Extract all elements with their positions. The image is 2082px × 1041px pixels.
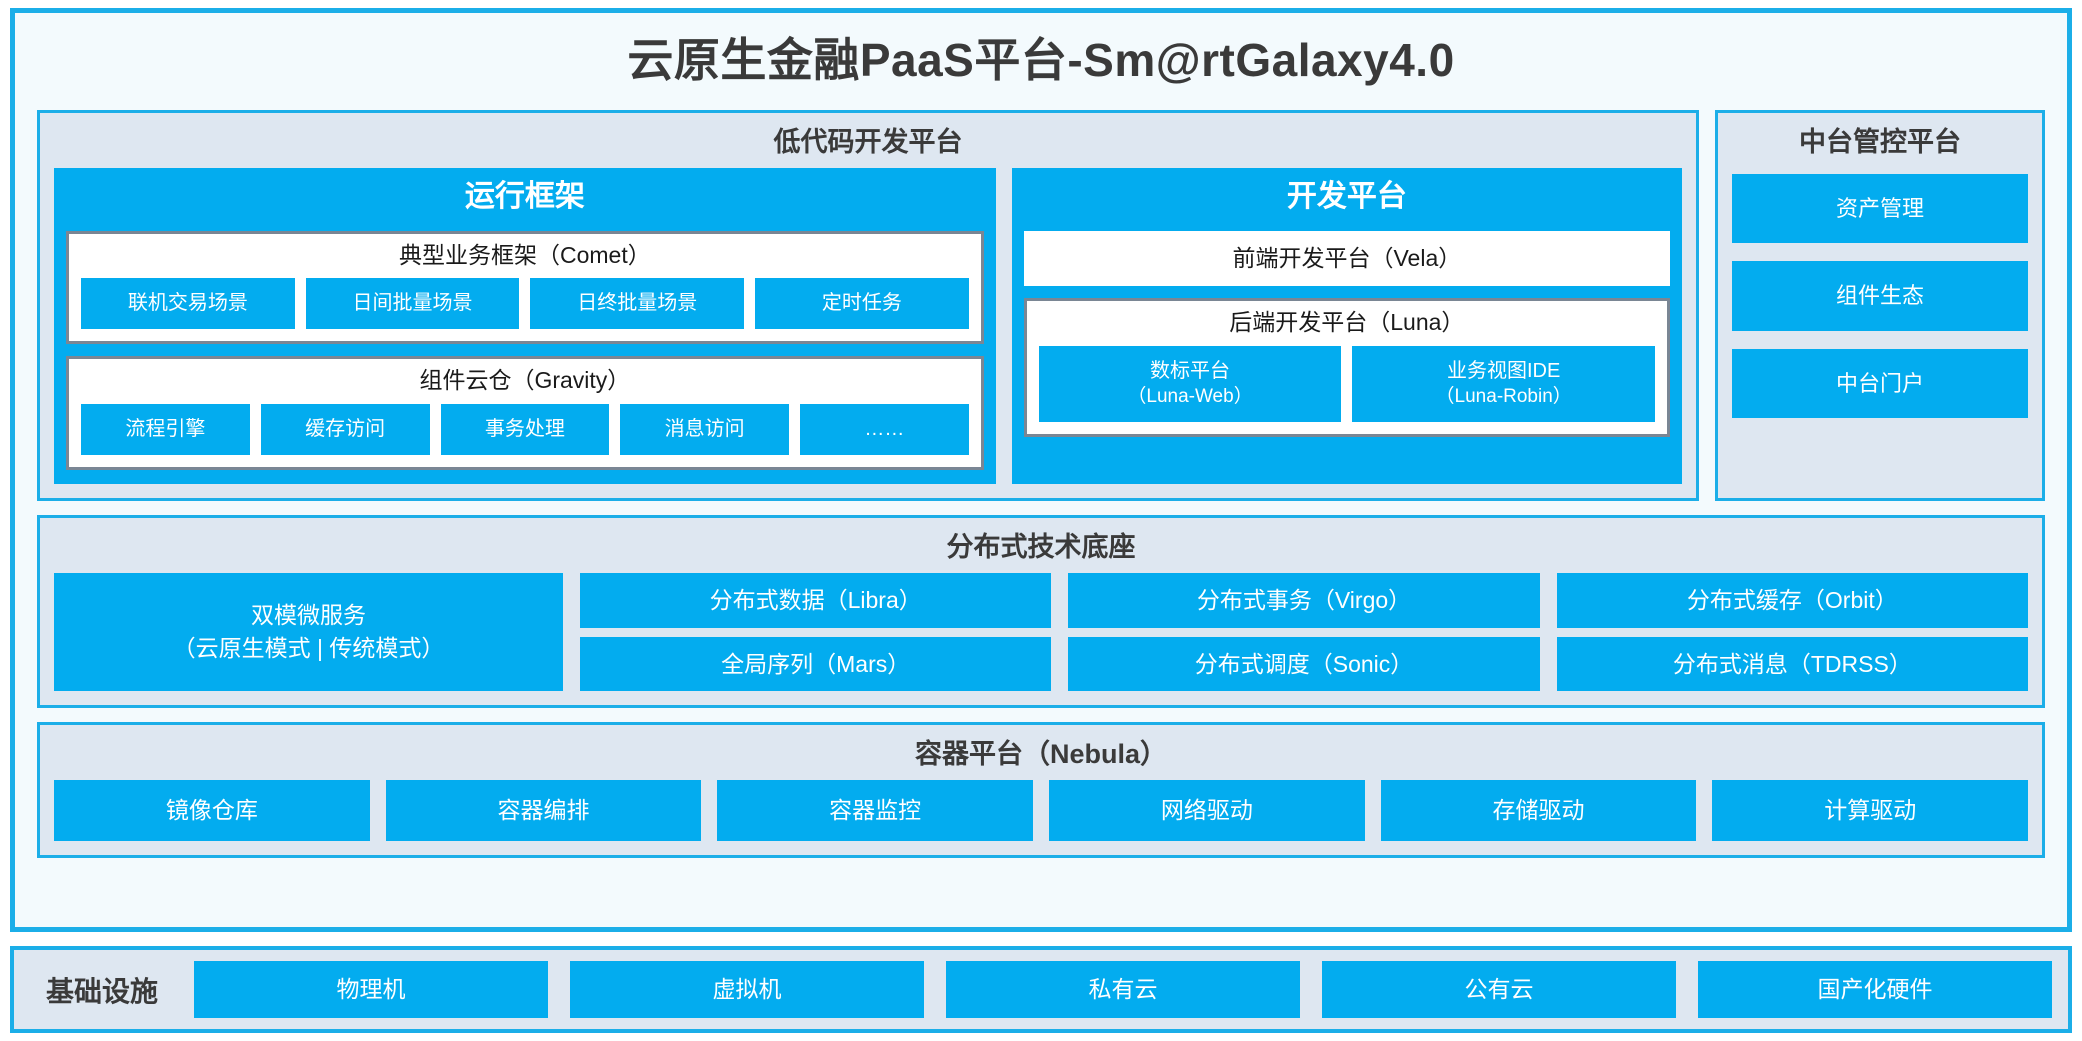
- chip-luna-web[interactable]: 数标平台 （Luna-Web）: [1038, 345, 1342, 422]
- chip-container-monitoring[interactable]: 容器监控: [717, 780, 1034, 842]
- chip-physical-machine[interactable]: 物理机: [194, 961, 549, 1018]
- comet-chip-row: 联机交易场景 日间批量场景 日终批量场景 定时任务: [81, 278, 969, 330]
- chip-message-access[interactable]: 消息访问: [620, 403, 789, 455]
- chip-private-cloud[interactable]: 私有云: [946, 961, 1301, 1018]
- backend-platform-group: 后端开发平台（Luna） 数标平台 （Luna-Web） 业务视图IDE （Lu…: [1023, 298, 1670, 437]
- gravity-group-title: 组件云仓（Gravity）: [419, 367, 631, 394]
- chip-image-registry[interactable]: 镜像仓库: [54, 780, 370, 842]
- chip-cache-access[interactable]: 缓存访问: [260, 403, 430, 455]
- chip-distributed-cache-orbit[interactable]: 分布式缓存（Orbit）: [1556, 572, 2029, 628]
- chip-container-orchestration[interactable]: 容器编排: [385, 780, 702, 842]
- chip-global-sequence-mars[interactable]: 全局序列（Mars）: [580, 636, 1052, 692]
- lowcode-platform-title: 低代码开发平台: [773, 126, 963, 157]
- tech-col-1: 分布式数据（Libra） 全局序列（Mars）: [580, 572, 1052, 692]
- lowcode-platform-body: 运行框架 典型业务框架（Comet） 联机交易场景 日间批量场景 日终批量场景 …: [54, 167, 1682, 484]
- chip-network-driver[interactable]: 网络驱动: [1049, 780, 1365, 842]
- chip-dual-mode-name: 双模微服务: [251, 602, 367, 629]
- gravity-group: 组件云仓（Gravity） 流程引擎 缓存访问 事务处理 消息访问 ……: [66, 356, 984, 470]
- chip-luna-web-code: （Luna-Web）: [1127, 385, 1253, 407]
- chip-distributed-message-tdrss[interactable]: 分布式消息（TDRSS）: [1556, 636, 2029, 692]
- midoffice-platform-title: 中台管控平台: [1799, 126, 1961, 157]
- development-platform-card: 开发平台 前端开发平台（Vela） 后端开发平台（Luna） 数标平台 （Lun…: [1011, 167, 1682, 484]
- midoffice-platform-panel: 中台管控平台 资产管理 组件生态 中台门户: [1715, 109, 2045, 501]
- comet-group: 典型业务框架（Comet） 联机交易场景 日间批量场景 日终批量场景 定时任务: [66, 230, 984, 345]
- tech-base-grid: 双模微服务 （云原生模式 | 传统模式） 分布式数据（Libra） 全局序列（M…: [54, 572, 2029, 692]
- container-chip-row: 镜像仓库 容器编排 容器监控 网络驱动 存储驱动 计算驱动: [54, 780, 2029, 842]
- midoffice-item-list: 资产管理 组件生态 中台门户: [1732, 168, 2028, 484]
- chip-compute-driver[interactable]: 计算驱动: [1712, 780, 2029, 842]
- tech-col-2: 分布式事务（Virgo） 分布式调度（Sonic）: [1068, 572, 1540, 692]
- chip-luna-robin[interactable]: 业务视图IDE （Luna-Robin）: [1352, 345, 1655, 422]
- chip-virtual-machine[interactable]: 虚拟机: [570, 961, 925, 1018]
- backend-chip-row: 数标平台 （Luna-Web） 业务视图IDE （Luna-Robin）: [1038, 345, 1655, 422]
- backend-platform-title: 后端开发平台（Luna）: [1229, 309, 1465, 336]
- container-platform-panel: 容器平台（Nebula） 镜像仓库 容器编排 容器监控 网络驱动 存储驱动 计算…: [37, 722, 2045, 859]
- chip-asset-management[interactable]: 资产管理: [1732, 173, 2028, 244]
- top-band: 低代码开发平台 运行框架 典型业务框架（Comet） 联机交易场景 日间批量场景…: [37, 109, 2045, 501]
- chip-transaction-processing[interactable]: 事务处理: [440, 403, 610, 455]
- chip-distributed-schedule-sonic[interactable]: 分布式调度（Sonic）: [1068, 636, 1540, 692]
- development-platform-title: 开发平台: [1286, 179, 1407, 213]
- tech-col-3: 分布式缓存（Orbit） 分布式消息（TDRSS）: [1556, 572, 2029, 692]
- comet-group-title: 典型业务框架（Comet）: [398, 241, 651, 268]
- chip-luna-robin-name: 业务视图IDE: [1447, 359, 1561, 382]
- infrastructure-label: 基础设施: [46, 975, 159, 1007]
- page-title: 云原生金融PaaS平台-Sm@rtGalaxy4.0: [627, 34, 1455, 86]
- chip-eod-batch[interactable]: 日终批量场景: [530, 278, 745, 330]
- frontend-platform-card[interactable]: 前端开发平台（Vela）: [1023, 230, 1670, 287]
- tech-base-title: 分布式技术底座: [946, 531, 1136, 562]
- chip-storage-driver[interactable]: 存储驱动: [1380, 780, 1697, 842]
- chip-intraday-batch[interactable]: 日间批量场景: [305, 278, 520, 330]
- lowcode-platform-panel: 低代码开发平台 运行框架 典型业务框架（Comet） 联机交易场景 日间批量场景…: [37, 109, 1699, 501]
- chip-dual-mode-modes: （云原生模式 | 传统模式）: [172, 635, 445, 662]
- chip-process-engine[interactable]: 流程引擎: [81, 403, 250, 455]
- gravity-chip-row: 流程引擎 缓存访问 事务处理 消息访问 ……: [81, 403, 969, 455]
- chip-luna-robin-code: （Luna-Robin）: [1435, 385, 1572, 407]
- infrastructure-chip-row: 物理机 虚拟机 私有云 公有云 国产化硬件: [194, 961, 2053, 1018]
- infrastructure-panel: 基础设施 物理机 虚拟机 私有云 公有云 国产化硬件: [10, 946, 2072, 1033]
- runtime-framework-card: 运行框架 典型业务框架（Comet） 联机交易场景 日间批量场景 日终批量场景 …: [54, 167, 996, 484]
- chip-distributed-transaction-virgo[interactable]: 分布式事务（Virgo）: [1068, 572, 1540, 628]
- chip-more-ellipsis[interactable]: ……: [800, 403, 969, 455]
- chip-domestic-hardware[interactable]: 国产化硬件: [1698, 961, 2053, 1018]
- chip-component-ecosystem[interactable]: 组件生态: [1732, 261, 2028, 331]
- tech-base-panel: 分布式技术底座 双模微服务 （云原生模式 | 传统模式） 分布式数据（Libra…: [37, 514, 2045, 709]
- chip-distributed-data-libra[interactable]: 分布式数据（Libra）: [580, 572, 1052, 628]
- chip-online-transaction[interactable]: 联机交易场景: [81, 278, 295, 330]
- chip-scheduled-task[interactable]: 定时任务: [755, 278, 969, 330]
- chip-luna-web-name: 数标平台: [1150, 359, 1231, 382]
- frontend-platform-label: 前端开发平台（Vela）: [1232, 244, 1462, 271]
- container-platform-title: 容器平台（Nebula）: [914, 739, 1168, 770]
- tech-col-microservice: 双模微服务 （云原生模式 | 传统模式）: [54, 572, 564, 692]
- chip-dual-mode-microservice[interactable]: 双模微服务 （云原生模式 | 传统模式）: [54, 572, 564, 692]
- chip-midoffice-portal[interactable]: 中台门户: [1732, 348, 2028, 419]
- runtime-framework-title: 运行框架: [464, 179, 585, 213]
- chip-public-cloud[interactable]: 公有云: [1322, 961, 1677, 1018]
- platform-frame: 云原生金融PaaS平台-Sm@rtGalaxy4.0 低代码开发平台 运行框架 …: [10, 8, 2072, 933]
